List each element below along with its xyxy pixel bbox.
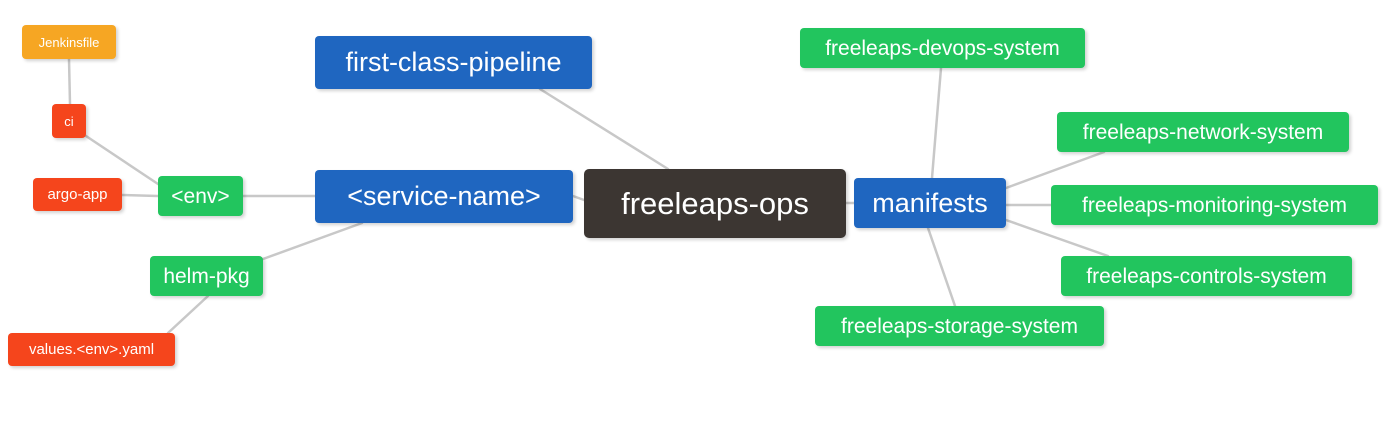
mindmap-node-freeleaps-ops[interactable]: freeleaps-ops xyxy=(584,169,846,238)
node-label: values.<env>.yaml xyxy=(28,341,155,358)
mindmap-node-jenkinsfile[interactable]: Jenkinsfile xyxy=(22,25,116,59)
mindmap-node-devops[interactable]: freeleaps-devops-system xyxy=(800,28,1085,68)
node-label: freeleaps-network-system xyxy=(1082,120,1324,144)
node-label: Jenkinsfile xyxy=(38,34,100,50)
edge-helm-pkg-to-service-name xyxy=(261,221,364,261)
mindmap-node-helm-pkg[interactable]: helm-pkg xyxy=(150,256,263,296)
edge-manifests-to-network xyxy=(1004,150,1106,190)
edge-jenkinsfile-to-ci xyxy=(67,57,72,106)
node-label: first-class-pipeline xyxy=(345,47,562,77)
edge-manifests-to-storage xyxy=(926,226,957,308)
node-label: freeleaps-monitoring-system xyxy=(1082,193,1347,217)
mindmap-node-controls[interactable]: freeleaps-controls-system xyxy=(1061,256,1352,296)
node-label: <env> xyxy=(171,184,230,208)
mindmap-node-values-yaml[interactable]: values.<env>.yaml xyxy=(8,333,175,366)
edge-argo-app-to-env xyxy=(120,193,160,198)
node-label: manifests xyxy=(872,187,988,218)
node-label: freeleaps-ops xyxy=(621,186,809,221)
edge-first-class-to-freeleaps-ops xyxy=(538,87,670,171)
node-label: argo-app xyxy=(47,186,108,203)
node-label: helm-pkg xyxy=(163,264,250,288)
edge-manifests-to-controls xyxy=(1004,218,1110,258)
mindmap-node-argo-app[interactable]: argo-app xyxy=(33,178,122,211)
node-label: <service-name> xyxy=(347,181,541,211)
node-label: freeleaps-devops-system xyxy=(825,36,1060,60)
mindmap-node-manifests[interactable]: manifests xyxy=(854,178,1006,228)
mindmap-node-service-name[interactable]: <service-name> xyxy=(315,170,573,223)
edge-values-yaml-to-helm-pkg xyxy=(166,294,210,335)
mindmap-node-monitoring[interactable]: freeleaps-monitoring-system xyxy=(1051,185,1378,225)
edge-service-name-to-freeleaps-ops xyxy=(571,194,586,202)
mindmap-node-ci[interactable]: ci xyxy=(52,104,86,138)
mindmap-node-network[interactable]: freeleaps-network-system xyxy=(1057,112,1349,152)
edge-ci-to-env xyxy=(84,134,160,186)
node-label: freeleaps-storage-system xyxy=(841,314,1078,338)
node-label: ci xyxy=(64,113,74,129)
mindmap-node-first-class[interactable]: first-class-pipeline xyxy=(315,36,592,89)
mindmap-node-storage[interactable]: freeleaps-storage-system xyxy=(815,306,1104,346)
node-label: freeleaps-controls-system xyxy=(1086,264,1327,288)
edge-manifests-to-devops xyxy=(930,66,943,180)
mindmap-node-env[interactable]: <env> xyxy=(158,176,243,216)
